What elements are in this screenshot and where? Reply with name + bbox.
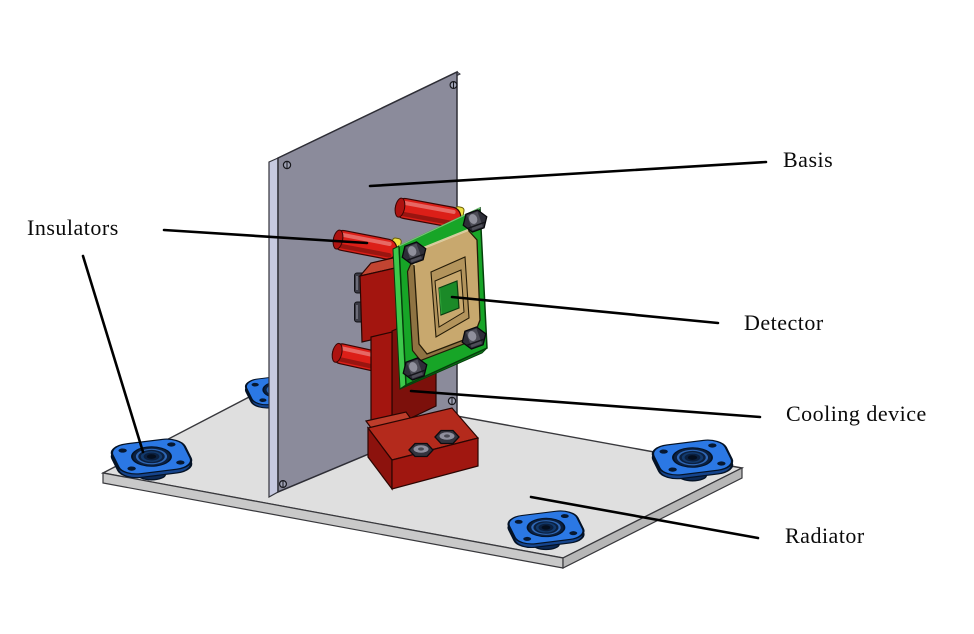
- base-hex-nut: [434, 429, 460, 445]
- detector-assembly: [392, 206, 491, 390]
- label-basis: Basis: [783, 147, 834, 172]
- base-hex-nut: [408, 442, 434, 458]
- label-radiator: Radiator: [785, 523, 865, 548]
- label-insulators: Insulators: [27, 215, 119, 240]
- leader-lines: [81, 160, 768, 540]
- leader-line-detector: [450, 295, 720, 325]
- label-detector: Detector: [744, 310, 824, 335]
- basis-screw-holes: [279, 80, 458, 489]
- leader-line-radiator: [529, 495, 760, 540]
- basis-left-edge-face: [268, 157, 279, 499]
- leader-line-insulators-flange: [81, 254, 145, 454]
- cooling-base-front: [391, 437, 479, 490]
- label-cooling-device: Cooling device: [786, 401, 927, 426]
- leader-line-basis: [368, 160, 768, 188]
- leader-line-cooling-device: [409, 389, 762, 419]
- leader-line-insulators-rod: [162, 228, 369, 245]
